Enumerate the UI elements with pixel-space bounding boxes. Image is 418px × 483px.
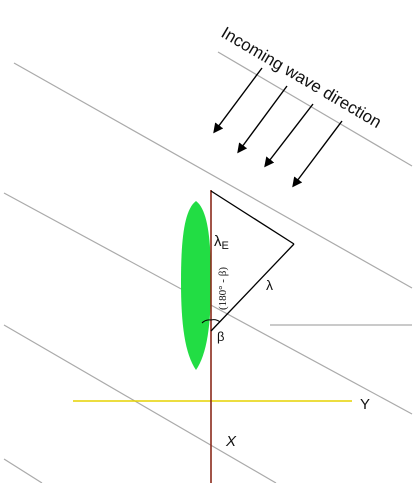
encounter-wavelength-label: λE [214,233,229,252]
supplement-angle-arc [201,319,212,324]
wave-direction-arrows [213,67,343,188]
triangle-wavelength-edge [210,243,295,332]
x-axis-label: X [225,433,237,450]
wavelength-label: λ [266,277,273,293]
y-axis-label: Y [360,396,370,413]
beta-label: β [217,329,224,344]
wave-line-1 [217,51,413,167]
angle-180-minus-beta-label: (180° - β) [217,267,229,310]
ship-hull [181,201,211,370]
wave-line-4 [3,324,277,483]
encounter-triangle [210,190,295,332]
wave-line-2 [13,62,413,289]
incoming-wave-direction-label: Incoming wave direction [218,23,385,132]
wave-line-5 [3,458,43,483]
wave-arrow-3 [264,103,314,168]
wave-arrow-4 [292,120,343,188]
wave-arrow-2 [237,85,288,154]
beta-angle-arc [210,319,221,323]
triangle-upper-edge [210,190,295,245]
wave-arrow-1 [213,67,263,134]
